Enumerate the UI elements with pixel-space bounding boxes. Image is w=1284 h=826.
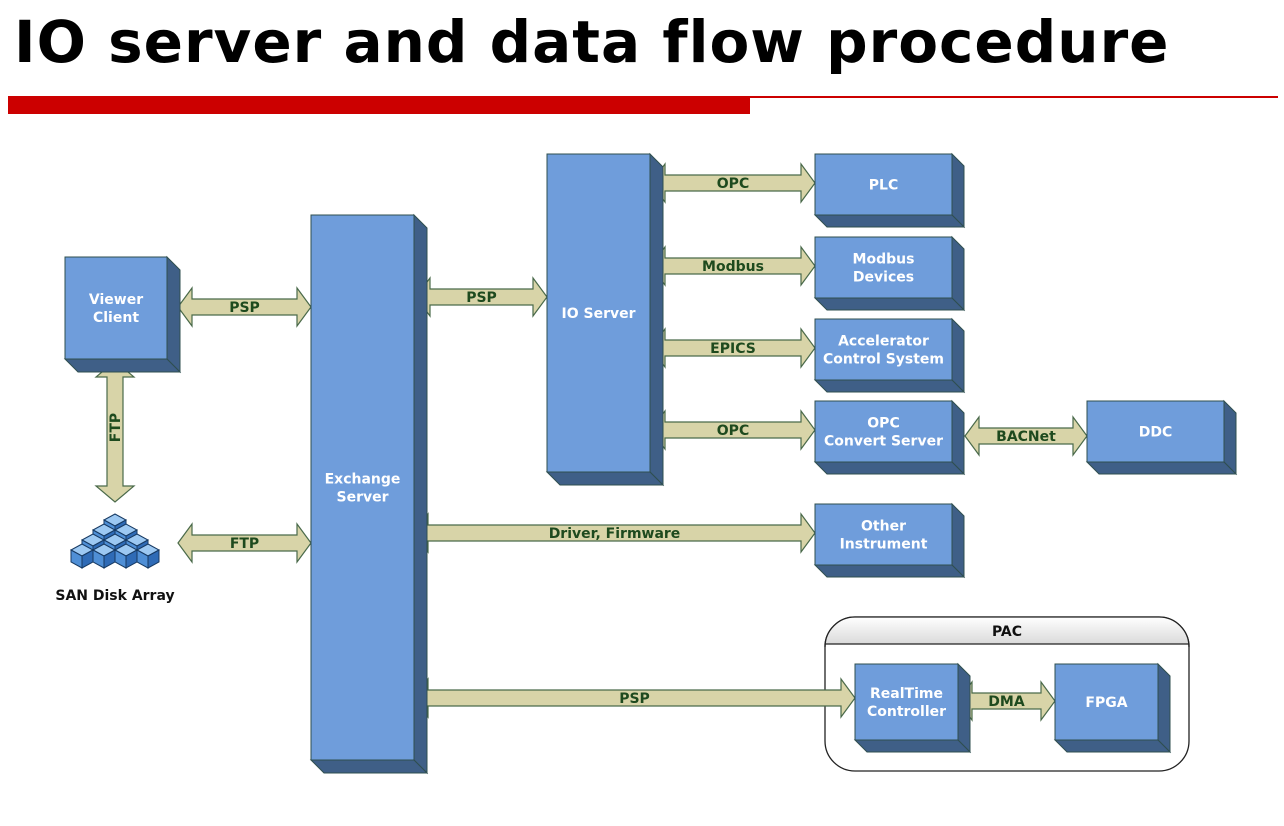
modbus-devices-face bbox=[814, 236, 953, 299]
realtime-controller-label: Controller bbox=[867, 704, 946, 720]
io-server-side bbox=[649, 152, 664, 487]
plc-side bbox=[951, 152, 965, 229]
modbus-devices-label: Devices bbox=[853, 270, 914, 286]
ddc-bottom bbox=[1085, 461, 1238, 475]
fpga-label: FPGA bbox=[1085, 695, 1127, 711]
realtime-controller-label: RealTime bbox=[870, 686, 943, 702]
san-disk-array-label: SAN Disk Array bbox=[55, 588, 174, 604]
opc-convert-server-face bbox=[814, 400, 953, 463]
io-modbus-label: Modbus bbox=[702, 259, 764, 275]
exchange-io-label: PSP bbox=[466, 290, 497, 306]
io-server-bottom bbox=[545, 471, 665, 486]
accelerator-control-bottom bbox=[813, 379, 966, 393]
viewer-client-label: Client bbox=[93, 310, 139, 326]
ddc-label: DDC bbox=[1139, 425, 1173, 441]
ddc-box bbox=[1085, 399, 1238, 476]
realtime-fpga-label: DMA bbox=[988, 694, 1025, 710]
pac-group-header bbox=[824, 616, 1190, 648]
opc-convert-server-label: OPC bbox=[867, 416, 899, 432]
exchange-server-label: Exchange bbox=[325, 472, 401, 488]
accelerator-control-label: Control System bbox=[823, 352, 944, 368]
modbus-devices-side bbox=[951, 235, 965, 312]
other-instrument-face bbox=[814, 503, 953, 566]
opc-convert-server-label: Convert Server bbox=[824, 434, 943, 450]
modbus-devices-box bbox=[813, 235, 966, 312]
san-disk-array-icon bbox=[69, 513, 161, 569]
exchange-realtime-label: PSP bbox=[619, 691, 650, 707]
ddc-side bbox=[1223, 399, 1237, 476]
other-instrument-side bbox=[951, 502, 965, 579]
opcconvert-ddc-label: BACNet bbox=[996, 429, 1056, 445]
fpga-box bbox=[1053, 662, 1172, 754]
plc-face bbox=[814, 153, 953, 216]
accelerator-control-label: Accelerator bbox=[838, 334, 929, 350]
modbus-devices-bottom bbox=[813, 297, 966, 311]
realtime-controller-face bbox=[854, 663, 959, 741]
viewer-client-bottom bbox=[63, 358, 182, 373]
viewer-client-face bbox=[64, 256, 168, 360]
title-underline-thick bbox=[8, 96, 750, 114]
accelerator-control-face bbox=[814, 318, 953, 381]
accelerator-control-side bbox=[951, 317, 965, 394]
io-plc-label: OPC bbox=[717, 176, 749, 192]
viewer-client-box bbox=[63, 255, 182, 374]
other-instrument-box bbox=[813, 502, 966, 579]
fpga-bottom bbox=[1053, 739, 1172, 753]
fpga-side bbox=[1157, 662, 1171, 754]
opc-convert-server-box bbox=[813, 399, 966, 476]
accelerator-control-box bbox=[813, 317, 966, 394]
opc-convert-server-bottom bbox=[813, 461, 966, 475]
io-accelerator-label: EPICS bbox=[710, 341, 756, 357]
io-opcconvert-label: OPC bbox=[717, 423, 749, 439]
io-server-face bbox=[546, 153, 651, 473]
io-server-label: IO Server bbox=[562, 306, 636, 322]
ddc-face bbox=[1086, 400, 1225, 463]
realtime-controller-box bbox=[853, 662, 972, 754]
viewer-exchange-label: PSP bbox=[229, 300, 260, 316]
plc-box bbox=[813, 152, 966, 229]
opc-convert-server-side bbox=[951, 399, 965, 476]
exchange-server-label: Server bbox=[336, 490, 388, 506]
san-exchange-label: FTP bbox=[230, 536, 259, 552]
modbus-devices-label: Modbus bbox=[853, 252, 915, 268]
other-instrument-bottom bbox=[813, 564, 966, 578]
exchange-server-face bbox=[310, 214, 415, 761]
realtime-controller-bottom bbox=[853, 739, 972, 753]
viewer-client-label: Viewer bbox=[89, 292, 143, 308]
page-title: IO server and data flow procedure bbox=[14, 8, 1170, 76]
viewer-san-arrow bbox=[94, 360, 136, 503]
plc-label: PLC bbox=[869, 178, 898, 194]
plc-bottom bbox=[813, 214, 966, 228]
title-underline-thin bbox=[750, 96, 1278, 98]
viewer-san-label: FTP bbox=[108, 413, 124, 442]
exchange-server-side bbox=[413, 213, 428, 775]
realtime-controller-side bbox=[957, 662, 971, 754]
io-server-box bbox=[545, 152, 665, 487]
exchange-server-bottom bbox=[309, 759, 429, 774]
other-instrument-label: Instrument bbox=[840, 537, 928, 553]
other-instrument-label: Other bbox=[861, 519, 906, 535]
exchange-server-box bbox=[309, 213, 429, 775]
exchange-other-label: Driver, Firmware bbox=[549, 526, 681, 542]
viewer-client-side bbox=[166, 255, 181, 374]
fpga-face bbox=[1054, 663, 1159, 741]
pac-group-title: PAC bbox=[992, 624, 1022, 640]
